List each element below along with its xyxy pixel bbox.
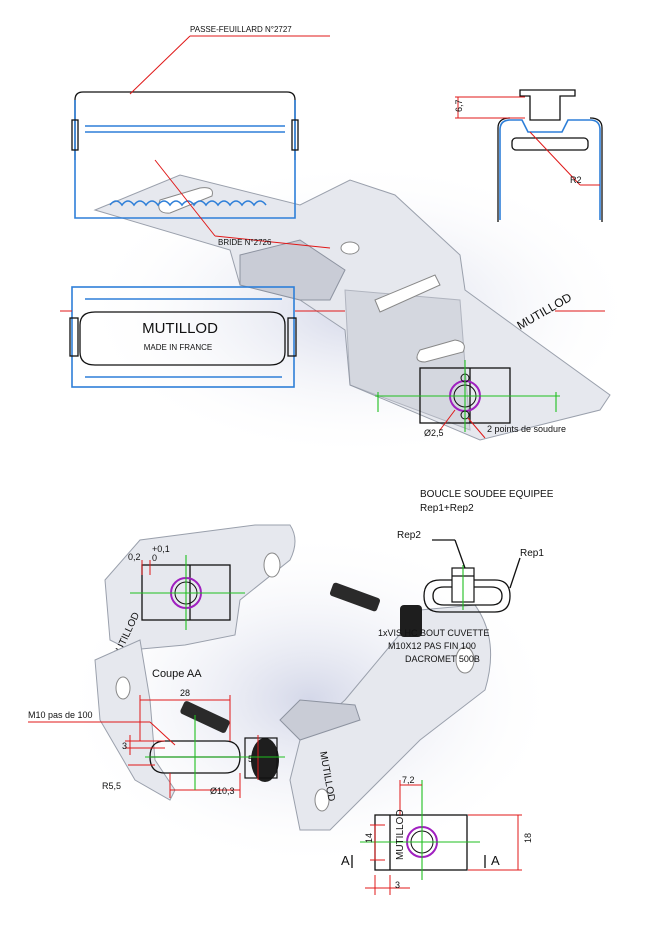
bride-slot-side <box>374 274 441 313</box>
dim-14-label: 14 <box>364 833 374 843</box>
tol-zero-label: 0 <box>152 553 157 563</box>
r2-label: R2 <box>570 175 582 185</box>
rep2-label: Rep2 <box>397 530 421 541</box>
bottom-nut-brand: MUTILLOD <box>395 809 406 860</box>
bride-hole-top <box>340 241 360 255</box>
weld-points-label: 2 points de soudure <box>487 424 566 434</box>
boucle-loop <box>423 565 511 613</box>
rep1-label: Rep1 <box>520 548 544 559</box>
screw-spec-1: 1xVIS HC BOUT CUVETTE <box>378 628 489 638</box>
bride-slot-lower <box>416 339 465 363</box>
dim-3-top-label: 3 <box>122 741 127 751</box>
m10-label: M10 pas de 100 <box>28 710 93 720</box>
screw-spec-2: M10X12 PAS FIN 100 <box>388 641 476 651</box>
left-bracket-hole <box>263 552 281 578</box>
right-bracket-hole <box>455 646 475 674</box>
dim-3-bottom-label: 3 <box>395 880 400 890</box>
top-assembly: PASSE-FEUILLARD N°2727 BRIDE N°2726 6,7 … <box>60 25 640 460</box>
dia-2-5-label: Ø2,5 <box>424 428 444 438</box>
screw-top <box>329 582 422 637</box>
dia-10-3-label: Ø10,3 <box>210 786 235 796</box>
weld-nut <box>375 360 560 432</box>
screw-spec-3: DACROMET 500B <box>405 654 480 664</box>
section-profile-right <box>497 89 603 222</box>
section-a-left: A <box>341 853 350 868</box>
passe-feuillard-label: PASSE-FEUILLARD N°2727 <box>190 25 292 34</box>
passe-feuillard-profile <box>71 91 299 219</box>
tol-plus-label: +0,1 <box>152 544 170 554</box>
feuillard-plate <box>69 286 297 388</box>
dim-7-2-label: 7,2 <box>402 775 415 785</box>
bride-label: BRIDE N°2726 <box>218 238 272 247</box>
dim-0-2-label: 0,2 <box>128 552 141 562</box>
dim-5-label: 5 <box>248 754 253 764</box>
coupe-aa-title: Coupe AA <box>152 668 202 680</box>
right-lower-hole <box>314 788 330 812</box>
plate-made-in: MADE IN FRANCE <box>144 343 212 352</box>
coupe-aa-section <box>28 695 285 798</box>
lower-left-hole <box>115 676 131 700</box>
lower-assembly: MUTILLOD 0,2 +0,1 0 MUTILLOD <box>28 524 560 895</box>
dim-18-label: 18 <box>523 833 533 843</box>
dim-28-label: 28 <box>180 688 190 698</box>
middle-bracket <box>279 699 361 741</box>
bride-slot-upper <box>158 187 213 214</box>
dim-6-7-label: 6,7 <box>454 99 464 112</box>
right-bracket <box>289 604 492 831</box>
section-a-right: A <box>491 853 500 868</box>
bride-side-wall <box>344 289 471 431</box>
nut-detail-upper <box>130 555 245 630</box>
r5-5-label: R5,5 <box>102 781 121 791</box>
bride-top-face <box>239 239 346 301</box>
boucle-title: BOUCLE SOUDEE EQUIPEE <box>420 489 554 500</box>
plate-brand: MUTILLOD <box>142 320 218 337</box>
nut-detail-bottom <box>351 780 522 895</box>
boucle-subtitle: Rep1+Rep2 <box>420 503 474 514</box>
